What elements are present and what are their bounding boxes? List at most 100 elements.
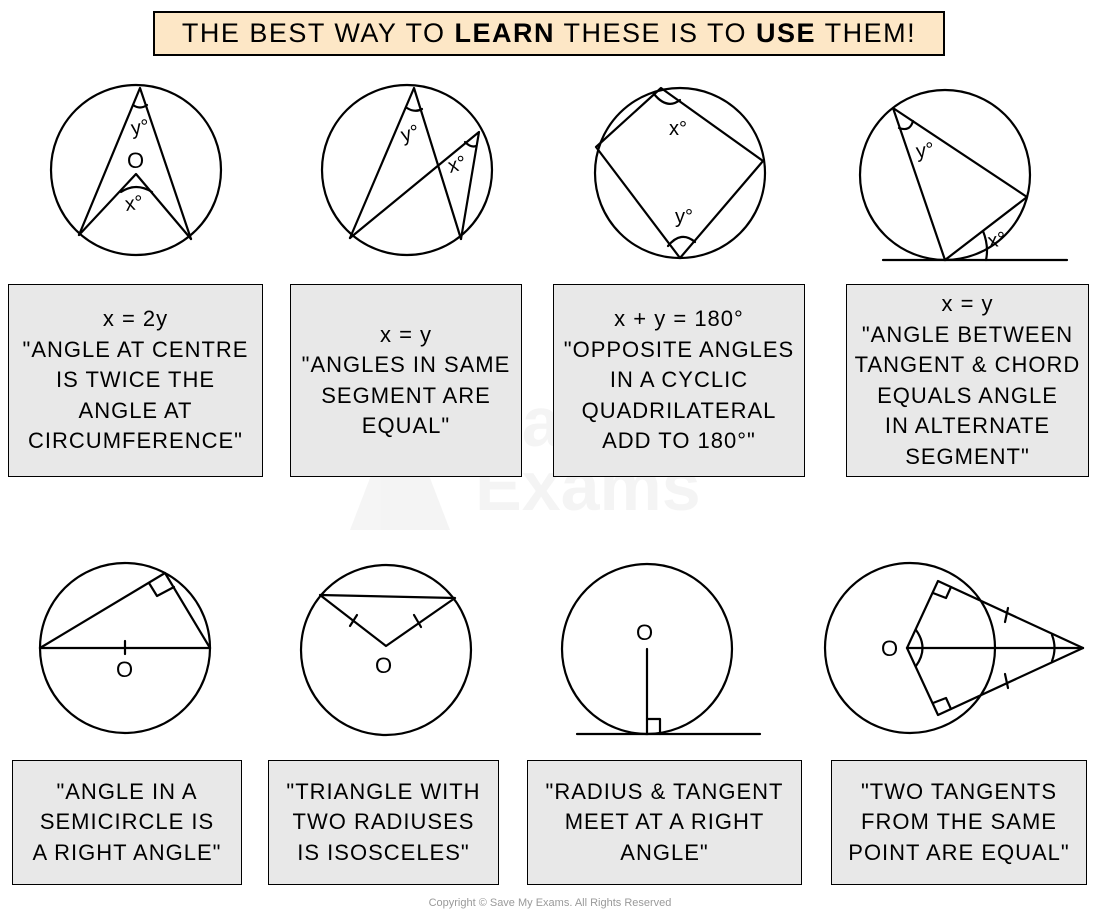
- theorem-line: "ANGLE IN A: [56, 778, 198, 804]
- label-x: x°: [446, 152, 469, 178]
- theorem-line: IS ISOSCELES": [297, 839, 470, 865]
- theorem-formula: x = 2y: [102, 306, 169, 332]
- theorem-line: "TWO TANGENTS: [861, 778, 1057, 804]
- copyright-notice: Copyright © Save My Exams. All Rights Re…: [428, 897, 672, 909]
- triangle-2: [348, 130, 481, 241]
- angle-arc-y: [131, 103, 149, 109]
- theorem-line: "OPPOSITE ANGLES: [563, 336, 795, 362]
- angle-arc-x: [981, 229, 989, 262]
- banner-bold-learn: LEARN: [454, 18, 555, 48]
- triangle: [318, 593, 457, 648]
- banner-text-2: THESE IS TO: [554, 18, 757, 48]
- label-y: y°: [675, 206, 693, 228]
- theorem-line: TWO RADIUSES: [292, 809, 475, 835]
- label-y: y°: [399, 121, 422, 147]
- right-angle-mark: [645, 717, 662, 736]
- theorem-formula: x = y: [379, 321, 433, 347]
- triangle: [38, 571, 212, 650]
- theorem-line: CIRCUMFERENCE": [28, 428, 243, 454]
- tick-mark-left: [348, 613, 359, 628]
- upper-radius-tangent: [905, 579, 1085, 650]
- tick-mark-upper: [1003, 606, 1010, 624]
- theorem-line: "ANGLE BETWEEN: [861, 321, 1074, 347]
- label-centre: O: [636, 620, 653, 645]
- theorem-box-8: "TWO TANGENTS FROM THE SAME POINT ARE EQ…: [831, 760, 1087, 885]
- triangle-1: [348, 86, 463, 241]
- theorem-line: SEGMENT": [905, 443, 1030, 469]
- angle-arc-centre: [914, 628, 924, 668]
- diagram-isosceles: O: [299, 563, 473, 737]
- angle-arc-x: [119, 185, 154, 194]
- lower-radius-tangent: [905, 646, 1085, 717]
- theorem-box-3: x + y = 180° "OPPOSITE ANGLES IN A CYCLI…: [553, 284, 805, 477]
- circle-outline: [49, 83, 223, 257]
- label-centre: O: [127, 148, 144, 173]
- banner-text-1: THE BEST WAY TO: [181, 18, 455, 48]
- theorem-box-5: "ANGLE IN A SEMICIRCLE IS A RIGHT ANGLE": [12, 760, 242, 885]
- chord-lines: [77, 86, 193, 241]
- theorem-line: IS TWICE THE: [55, 367, 216, 393]
- label-x: x°: [986, 228, 1008, 253]
- angle-arc-y: [666, 235, 697, 248]
- theorem-line: "TRIANGLE WITH: [286, 778, 481, 804]
- angle-arc-y: [405, 106, 424, 112]
- radius-lines: [77, 172, 193, 241]
- quadrilateral: [594, 86, 765, 260]
- theorem-line: "ANGLES IN SAME: [301, 352, 511, 377]
- theorem-line: EQUALS ANGLE: [877, 382, 1058, 408]
- right-angle-mark: [147, 581, 176, 598]
- theorem-line: IN A CYCLIC: [609, 367, 749, 393]
- theorem-line: ANGLE AT: [78, 397, 193, 423]
- theorem-line: ADD TO 180°": [602, 428, 756, 454]
- theorem-line: "RADIUS & TANGENT: [545, 778, 784, 804]
- label-x: x°: [669, 118, 687, 140]
- theorem-line: A RIGHT ANGLE": [32, 839, 222, 865]
- theorem-line: SEMICIRCLE IS: [39, 809, 215, 835]
- diagram-same-segment: y° x°: [320, 83, 494, 257]
- diagram-alternate-segment: y° x°: [858, 88, 1069, 262]
- diagram-angle-at-centre: y° O x°: [49, 83, 223, 257]
- triangle: [891, 106, 1029, 262]
- angle-arc-x: [652, 92, 682, 105]
- theorem-line: ANGLE": [620, 839, 709, 865]
- angle-arc-point: [1050, 633, 1056, 663]
- theorem-box-6: "TRIANGLE WITH TWO RADIUSES IS ISOSCELES…: [268, 760, 499, 885]
- label-centre: O: [116, 657, 133, 682]
- tick-mark-right: [412, 613, 423, 629]
- angle-arc-x: [463, 140, 478, 148]
- circle-outline: [320, 83, 494, 257]
- label-y: y°: [915, 139, 936, 163]
- right-angle-mark-bottom: [931, 696, 953, 711]
- theorem-line: POINT ARE EQUAL": [848, 839, 1070, 865]
- title-banner: THE BEST WAY TO LEARN THESE IS TO USE TH…: [153, 11, 945, 56]
- theorem-line: "ANGLE AT CENTRE: [22, 336, 249, 362]
- theorem-line: QUADRILATERAL: [581, 397, 777, 423]
- circle-outline: [299, 563, 473, 737]
- theorem-line: IN ALTERNATE: [884, 413, 1051, 438]
- theorem-box-7: "RADIUS & TANGENT MEET AT A RIGHT ANGLE": [527, 760, 802, 885]
- tick-mark-lower: [1003, 672, 1010, 690]
- theorem-line: EQUAL": [361, 413, 451, 438]
- theorem-formula: x + y = 180°: [614, 306, 744, 332]
- label-x: x°: [124, 192, 145, 216]
- diagram-radius-tangent: O: [560, 562, 762, 736]
- theorem-line: SEGMENT ARE: [321, 382, 491, 408]
- banner-text-3: THEM!: [816, 18, 917, 48]
- label-centre: O: [375, 653, 392, 678]
- diagram-two-tangents: O: [823, 561, 1085, 735]
- theorem-box-1: x = 2y "ANGLE AT CENTRE IS TWICE THE ANG…: [8, 284, 263, 477]
- right-angle-mark-top: [931, 585, 953, 600]
- theorem-line: FROM THE SAME: [861, 809, 1057, 835]
- label-y: y°: [130, 116, 151, 140]
- theorem-box-2: x = y "ANGLES IN SAME SEGMENT ARE EQUAL": [290, 284, 522, 477]
- label-centre: O: [881, 636, 898, 661]
- theorem-box-4: x = y "ANGLE BETWEEN TANGENT & CHORD EQU…: [846, 284, 1089, 477]
- diagram-cyclic-quadrilateral: x° y°: [593, 86, 767, 260]
- diagram-semicircle: O: [38, 561, 212, 735]
- circle-outline: [593, 86, 767, 260]
- theorem-line: MEET AT A RIGHT: [564, 809, 765, 835]
- theorem-line: TANGENT & CHORD: [854, 352, 1081, 377]
- theorem-formula: x = y: [941, 291, 994, 316]
- angle-arc-y: [897, 119, 915, 131]
- banner-bold-use: USE: [756, 18, 817, 48]
